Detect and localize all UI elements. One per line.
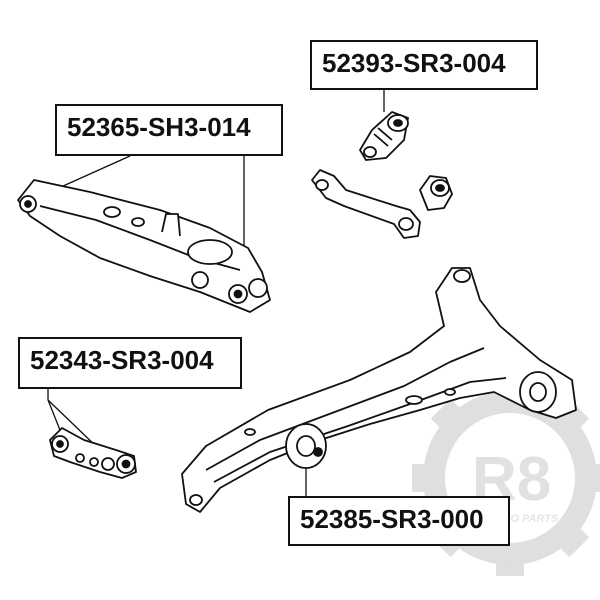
bushing-top-drawing <box>359 111 409 161</box>
trailing-arm-drawing <box>181 267 577 513</box>
part-number-label: 52385-SR3-000 <box>288 496 510 546</box>
part-number-label: 52393-SR3-004 <box>310 40 538 90</box>
part-number-label: 52343-SR3-004 <box>18 337 242 389</box>
part-number-label: 52365-SH3-014 <box>55 104 283 156</box>
watermark-gear-icon <box>412 380 600 576</box>
upper-link-drawing <box>311 169 453 239</box>
small-link-drawing <box>49 427 137 479</box>
lower-arm-drawing <box>17 179 271 313</box>
